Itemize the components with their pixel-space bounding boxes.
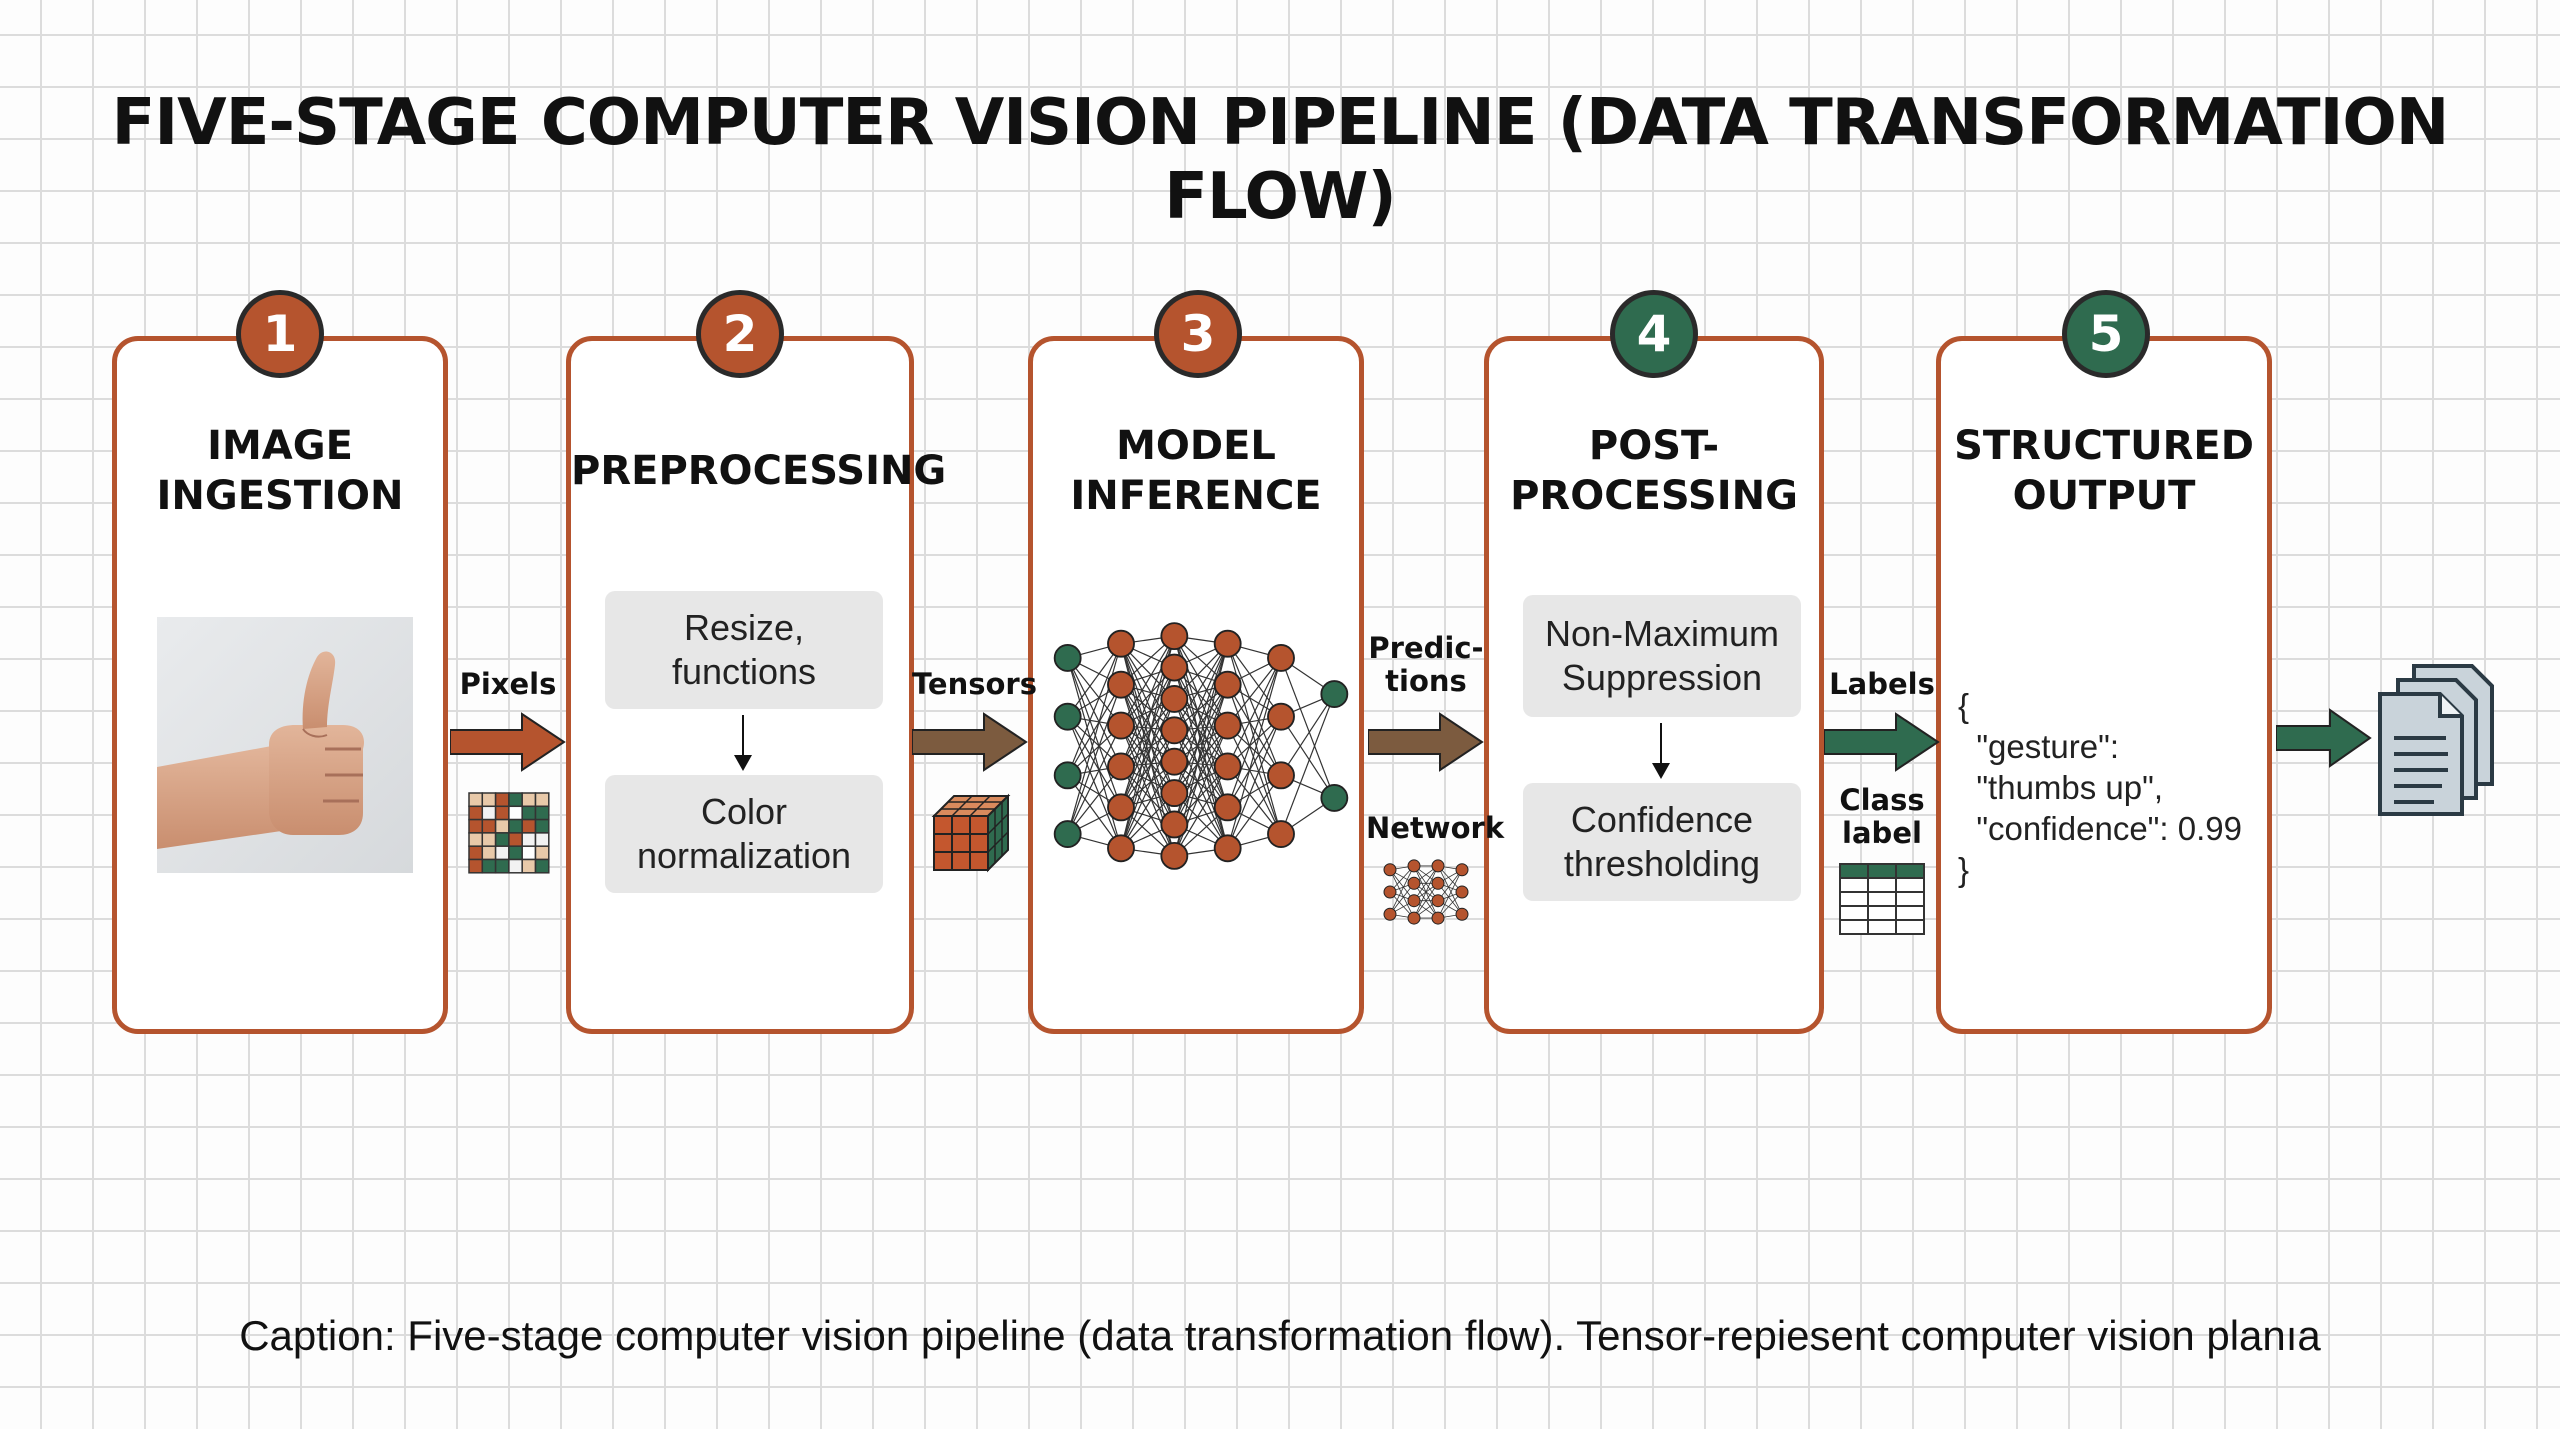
confidence-threshold-step: Confidence thresholding [1523,783,1801,901]
flow-label-line: Predic- [1368,631,1484,665]
stage-title-line: INFERENCE [1070,473,1322,519]
stage-post-processing: POST- PROCESSING Non-Maximum Suppression… [1484,336,1824,1034]
step-text-line: normalization [636,835,852,876]
table-icon [1839,863,1925,935]
flow-label-line: tions [1385,664,1467,698]
neural-network-icon [1383,859,1469,925]
flow-label-labels: Labels [1829,667,1935,701]
stage-title: STRUCTURED OUTPUT [1941,421,2267,521]
stage-badge: 4 [1610,290,1698,378]
step-text-line: functions [671,651,817,692]
flow-label-line: label [1842,816,1922,850]
flow-label-predictions: Predic- tions [1366,632,1486,698]
thumbs-up-photo [157,617,413,873]
json-output: { "gesture": "thumbs up", "confidence": … [1958,644,2242,931]
flow-label-class-label: Class label [1826,784,1938,850]
stage-badge: 3 [1154,290,1242,378]
stage-structured-output: STRUCTURED OUTPUT [1936,336,2272,1034]
step-arrow [734,715,752,771]
stage-model-inference: MODEL INFERENCE [1028,336,1364,1034]
stage-title-line: IMAGE [207,423,353,469]
flow-label-network: Network [1366,811,1505,845]
stage-title: IMAGE INGESTION [117,421,443,521]
brown-arrow [1368,712,1484,772]
stage-title-line: POST- [1588,423,1720,469]
step-text-line: Confidence [1570,799,1754,840]
tensor-cube-icon [931,793,1011,873]
orange-arrow [450,712,566,772]
diagram-caption: Caption: Five-stage computer vision pipe… [239,1312,2321,1359]
stage-title-line: INGESTION [156,473,404,519]
json-line: } [1958,851,1970,888]
step-text-line: Non-Maximum [1544,613,1780,654]
stage-title-line: PREPROCESSING [571,448,947,494]
green-arrow [2276,708,2372,768]
stage-preprocessing: PREPROCESSING Resize, functions Color no… [566,336,947,1034]
stage-title: PREPROCESSING [571,446,947,496]
step-text-line: Suppression [1561,657,1763,698]
stage-badge: 5 [2062,290,2150,378]
json-line: { [1958,687,1970,724]
nms-step: Non-Maximum Suppression [1523,595,1801,717]
json-line: "gesture": [1958,728,2120,765]
json-line: "confidence": 0.99 [1958,810,2242,847]
stage-title-line: MODEL [1116,423,1276,469]
green-arrow [1824,712,1940,772]
stage-title-line: STRUCTURED [1954,423,2254,469]
flow-label-pixels: Pixels [459,667,557,701]
documents-icon [2378,664,2494,816]
brown-arrow [912,712,1028,772]
step-text-line: thresholding [1563,843,1761,884]
stage-title: POST- PROCESSING [1489,421,1819,521]
step-arrow [1652,723,1670,779]
resize-step: Resize, functions [605,591,883,709]
stage-image-ingestion: IMAGE INGESTION [112,336,448,1034]
stage-badge: 2 [696,290,784,378]
step-text-line: Color [700,791,788,832]
neural-network-icon [1053,622,1349,870]
stage-badge: 1 [236,290,324,378]
step-text-line: Resize, [683,607,805,648]
stage-title-line: PROCESSING [1510,473,1798,519]
json-line: "thumbs up", [1958,769,2164,806]
flow-label-line: Class [1839,783,1925,817]
flow-label-tensors: Tensors [912,667,1037,701]
pixel-grid-icon [468,792,550,874]
stage-title: MODEL INFERENCE [1033,421,1359,521]
color-normalization-step: Color normalization [605,775,883,893]
diagram-title: FIVE-STAGE COMPUTER VISION PIPELINE (DAT… [111,86,2450,234]
stage-title-line: OUTPUT [2012,473,2196,519]
